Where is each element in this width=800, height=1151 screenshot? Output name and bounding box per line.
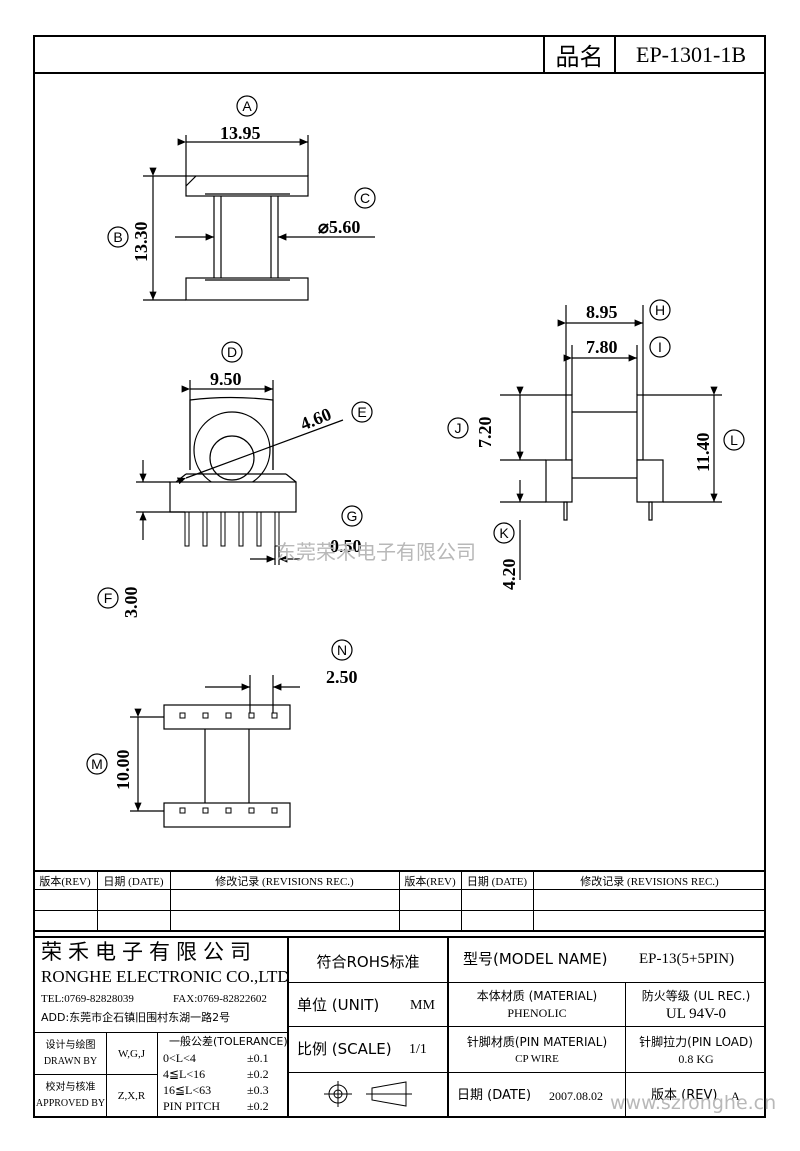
- dim-tag-h: H: [654, 302, 666, 318]
- company-tel: TEL:0769-82828039: [41, 993, 134, 1005]
- ul-label: 防火等级 (UL REC.): [641, 988, 751, 1003]
- scale-label: 比例 (SCALE): [297, 1040, 392, 1058]
- header-cell-divider: [614, 35, 616, 74]
- dim-tag-l: L: [730, 432, 738, 448]
- tag-circles: [86, 95, 745, 775]
- dim-b-value: 13.30: [131, 221, 151, 263]
- model-label: 型号(MODEL NAME): [463, 950, 608, 968]
- part-label: 品名: [555, 45, 604, 71]
- record-header-2: 修改记录 (REVISIONS REC.): [580, 875, 719, 888]
- dim-m-value: 10.00: [113, 749, 133, 791]
- tolerance-value-4: ±0.2: [247, 1099, 269, 1113]
- dim-tag-g: G: [346, 508, 358, 524]
- dim-a-value: 13.95: [220, 123, 261, 143]
- tolerance-value-3: ±0.3: [247, 1083, 269, 1097]
- title-block: 荣禾电子有限公司 RONGHE ELECTRONIC CO.,LTD TEL:0…: [33, 936, 766, 1118]
- dim-tag-n: N: [336, 642, 348, 658]
- pin-material-label: 针脚材质(PIN MATERIAL): [466, 1034, 608, 1049]
- rev-value: A: [731, 1089, 740, 1103]
- dim-g-value: 0.50: [330, 536, 362, 556]
- watermark-url: www.szronghe.cn: [610, 1092, 777, 1114]
- dim-c-value: ⌀5.60: [318, 217, 361, 237]
- drawn-by: W,G,J: [117, 1048, 146, 1060]
- drawn-by-label: DRAWN BY: [43, 1055, 98, 1067]
- dim-f-value: 3.00: [121, 586, 141, 619]
- view-front: [143, 135, 375, 301]
- dim-j-value: 7.20: [475, 416, 495, 449]
- record-header-1: 修改记录 (REVISIONS REC.): [215, 875, 354, 888]
- projection-symbol-icon: [324, 1081, 412, 1107]
- unit-label: 单位 (UNIT): [297, 996, 380, 1014]
- view-right: [500, 305, 722, 580]
- dim-h-value: 8.95: [586, 302, 618, 322]
- tolerance-value-2: ±0.2: [247, 1067, 269, 1081]
- ul-value: UL 94V-0: [665, 1005, 727, 1022]
- rev-header-1: 版本(REV): [39, 875, 91, 888]
- dim-tag-k: K: [499, 525, 509, 541]
- dim-tag-j: J: [454, 420, 462, 436]
- dim-tag-b: B: [113, 229, 123, 245]
- checked-label: 校对与核准: [45, 1081, 96, 1093]
- dim-n-value: 2.50: [326, 667, 358, 687]
- dim-l-value: 11.40: [693, 432, 713, 472]
- pin-load-label: 针脚拉力(PIN LOAD): [639, 1034, 753, 1049]
- dim-tag-a: A: [242, 98, 252, 114]
- part-number: EP-1301-1B: [636, 41, 746, 67]
- view-side: [136, 380, 344, 565]
- company-cn: 荣禾电子有限公司: [41, 940, 257, 964]
- dim-tag-c: C: [359, 190, 371, 206]
- dim-tag-i: I: [658, 339, 662, 355]
- company-fax: FAX:0769-82822602: [173, 993, 267, 1005]
- approved-by-label: APPROVED BY: [35, 1097, 106, 1109]
- tolerance-range-4: PIN PITCH: [163, 1099, 221, 1113]
- model-value: EP-13(5+5PIN): [639, 951, 735, 967]
- dim-tag-d: D: [226, 344, 238, 360]
- company-address: ADD:东莞市企石镇旧围村东湖一路2号: [41, 1011, 231, 1024]
- dim-i-value: 7.80: [586, 337, 618, 357]
- dim-d-value: 9.50: [210, 369, 242, 389]
- tolerance-range-3: 16≦L<63: [163, 1083, 212, 1097]
- material-value: PHENOLIC: [507, 1005, 567, 1020]
- tolerance-range-2: 4≦L<16: [163, 1067, 206, 1081]
- company-en: RONGHE ELECTRONIC CO.,LTD: [41, 967, 290, 986]
- dim-tag-f: F: [103, 590, 113, 606]
- tolerance-value-1: ±0.1: [247, 1051, 269, 1065]
- scale-value: 1/1: [409, 1042, 427, 1057]
- dim-tag-m: M: [91, 756, 103, 772]
- date-label: 日期 (DATE): [457, 1088, 532, 1103]
- rev-label: 版本 (REV): [651, 1088, 718, 1103]
- technical-drawing: [86, 95, 745, 828]
- date-header-1: 日期 (DATE): [103, 875, 164, 888]
- dim-k-value: 4.20: [499, 558, 519, 591]
- rev-header-2: 版本(REV): [404, 875, 456, 888]
- view-bottom: [130, 675, 300, 828]
- pin-material-value: CP WIRE: [515, 1053, 559, 1065]
- material-label: 本体材质 (MATERIAL): [476, 988, 598, 1003]
- designed-label: 设计与绘图: [45, 1039, 96, 1051]
- tolerance-range-1: 0<L<4: [163, 1051, 196, 1065]
- date-header-2: 日期 (DATE): [466, 875, 528, 888]
- header-divider: [33, 72, 766, 74]
- revisions-table: 版本(REV) 日期 (DATE) 修改记录 (REVISIONS REC.) …: [33, 870, 766, 932]
- tolerance-title: 一般公差(TOLERANCE): [169, 1035, 288, 1048]
- dim-tag-e: E: [357, 404, 367, 420]
- date-value: 2007.08.02: [549, 1089, 603, 1103]
- approved-by: Z,X,R: [117, 1090, 146, 1102]
- rohs-label: 符合ROHS标准: [316, 952, 420, 971]
- watermark-company: 东莞荣禾电子有限公司: [276, 540, 476, 564]
- pin-load-value: 0.8 KG: [678, 1051, 714, 1066]
- unit-value: MM: [410, 998, 435, 1013]
